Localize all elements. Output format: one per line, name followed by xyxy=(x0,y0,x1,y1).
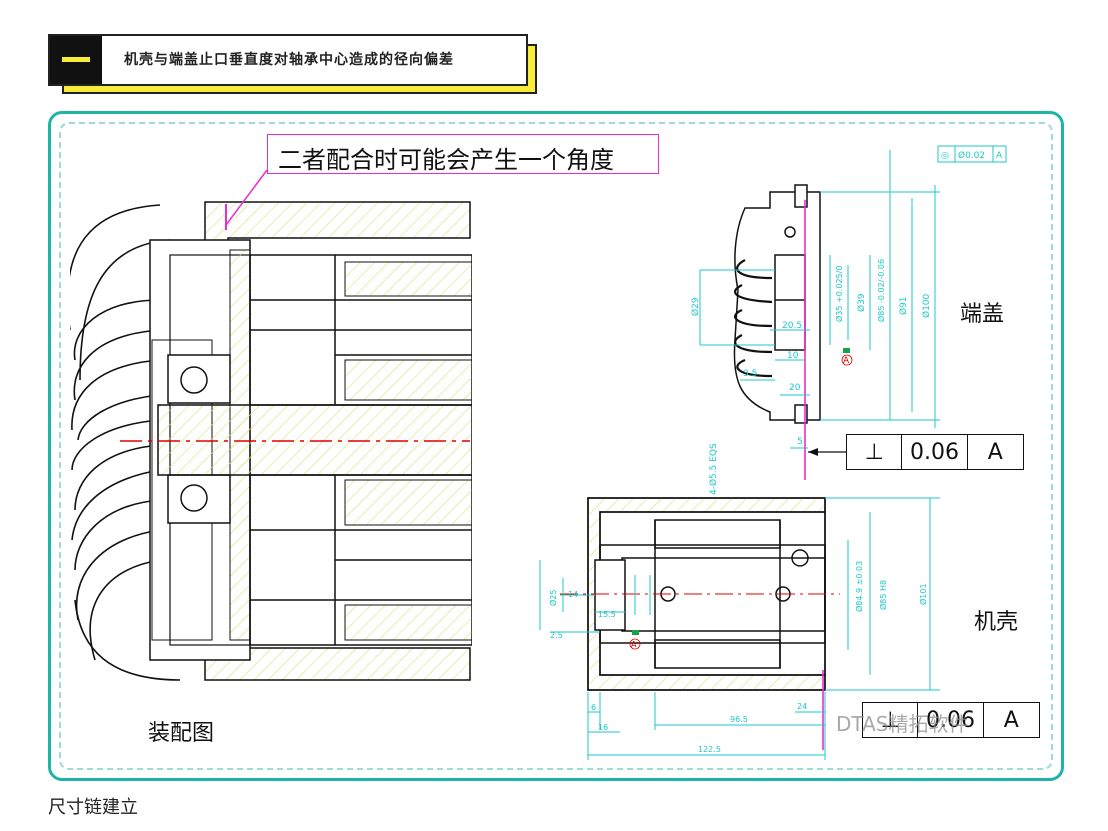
housing-perpendicularity-frame: ⊥ 0.06 A xyxy=(862,702,1040,738)
svg-text:24: 24 xyxy=(797,702,807,711)
svg-text:Ø85 -0.02/-0.06: Ø85 -0.02/-0.06 xyxy=(876,259,886,322)
assembly-label: 装配图 xyxy=(148,721,215,746)
svg-text:Ø101: Ø101 xyxy=(918,583,928,605)
tolerance-value: 0.06 xyxy=(902,435,968,469)
svg-text:20.5: 20.5 xyxy=(782,321,802,331)
svg-text:Ø25: Ø25 xyxy=(548,590,558,606)
svg-text:Ø29: Ø29 xyxy=(690,297,701,316)
svg-text:5: 5 xyxy=(797,437,803,447)
section-title: 机壳与端盖止口垂直度对轴承中心造成的径向偏差 xyxy=(124,52,454,68)
svg-text:Ø91: Ø91 xyxy=(898,296,909,315)
section-number xyxy=(50,36,102,84)
housing-dimensions xyxy=(539,497,940,760)
svg-text:15.5: 15.5 xyxy=(598,610,616,619)
svg-text:Ø85 H8: Ø85 H8 xyxy=(878,580,888,610)
assembly-view xyxy=(70,130,472,760)
concentricity-value: Ø0.02 xyxy=(958,150,985,161)
svg-text:A: A xyxy=(843,356,850,366)
svg-text:4-Ø5.5 EQS: 4-Ø5.5 EQS xyxy=(708,443,719,495)
svg-text:122.5: 122.5 xyxy=(698,745,721,754)
concentricity-datum: A xyxy=(996,151,1003,161)
svg-text:96.5: 96.5 xyxy=(730,715,748,724)
svg-text:Ø39: Ø39 xyxy=(856,293,867,312)
datum-reference: A xyxy=(987,439,1003,465)
end-cover-view xyxy=(733,184,821,424)
end-cover-label: 端盖 xyxy=(960,302,1005,327)
section-header: 机壳与端盖止口垂直度对轴承中心造成的径向偏差 xyxy=(48,34,528,86)
end-cover-perpendicularity-frame: ⊥ 0.06 A xyxy=(846,434,1024,470)
svg-text:Ø84.9 ±0.03: Ø84.9 ±0.03 xyxy=(854,561,864,612)
concentricity-symbol: ◎ xyxy=(941,151,949,161)
svg-text:20: 20 xyxy=(789,383,801,393)
tolerance-value: 0.06 xyxy=(918,703,984,737)
end-cover-dimensions xyxy=(699,150,940,449)
assembly-callout: 二者配合时可能会产生一个角度 xyxy=(267,134,659,174)
watermark: DTAS精拓软件 xyxy=(836,712,969,736)
drawing-frame xyxy=(48,111,1064,781)
svg-text:16: 16 xyxy=(598,723,608,732)
svg-text:6: 6 xyxy=(591,703,596,712)
svg-text:10: 10 xyxy=(787,351,799,361)
svg-text:3.5: 3.5 xyxy=(743,369,757,379)
svg-text:Ø100: Ø100 xyxy=(921,293,932,318)
svg-text:2.5: 2.5 xyxy=(550,631,563,640)
perpendicular-icon: ⊥ xyxy=(863,703,919,737)
perpendicular-icon: ⊥ xyxy=(847,435,903,469)
caption: 尺寸链建立 xyxy=(48,797,138,818)
datum-reference: A xyxy=(1003,707,1019,733)
svg-text:Ø35 +0.025/0: Ø35 +0.025/0 xyxy=(834,266,844,322)
housing-label: 机壳 xyxy=(974,610,1019,635)
svg-text:A: A xyxy=(631,640,637,649)
svg-text:14: 14 xyxy=(568,590,578,599)
